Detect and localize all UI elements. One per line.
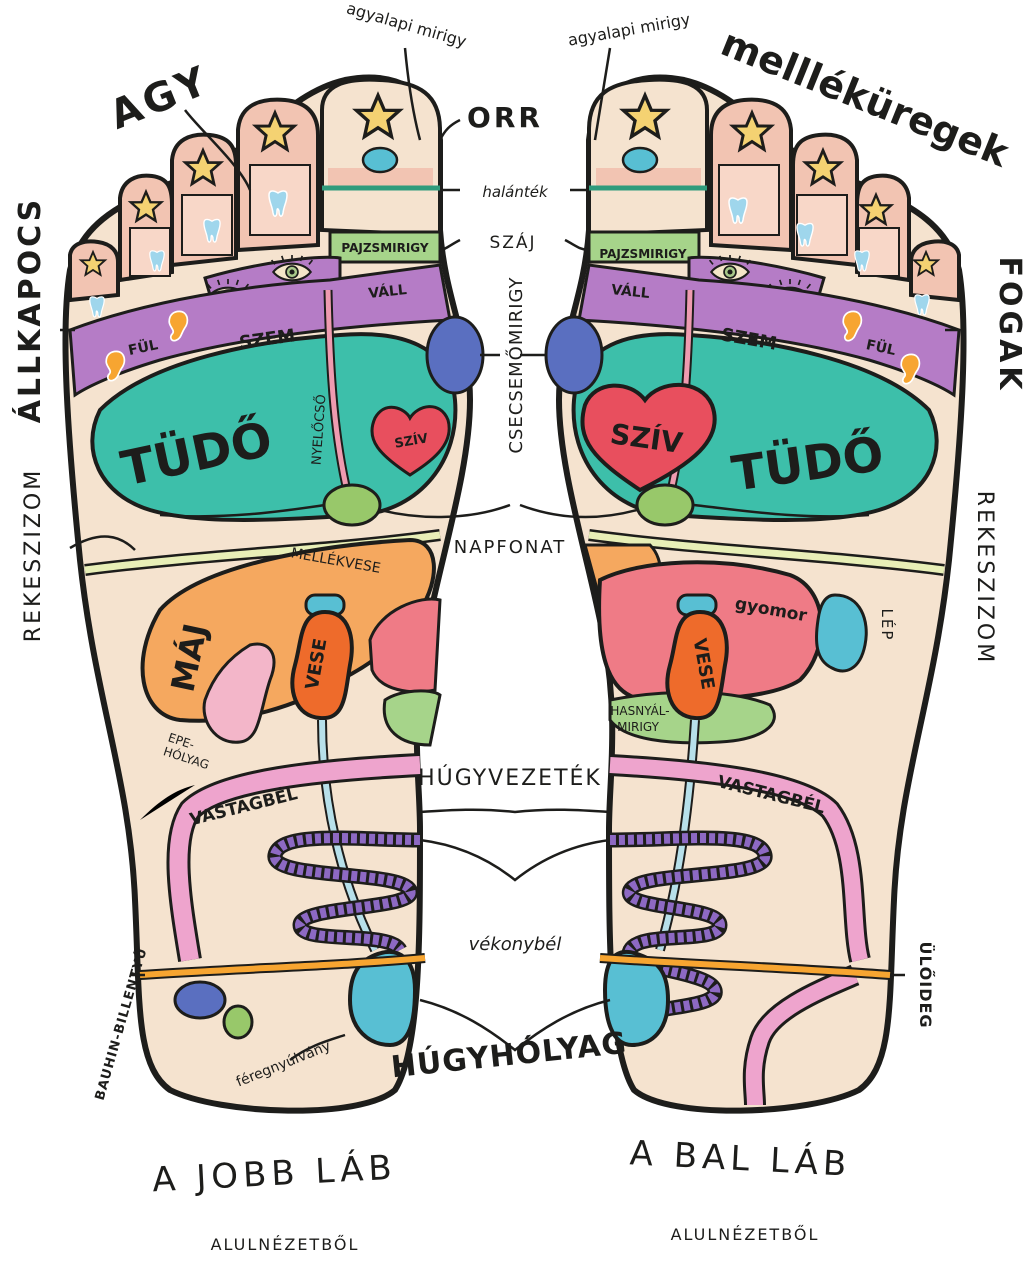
right-solar-plexus (324, 485, 380, 525)
callout-rekeszizom-left: REKESZIZOM (972, 491, 997, 665)
callout-rekeszizom-right: REKESZIZOM (21, 468, 46, 642)
callout-fogak: FOGAK (992, 256, 1027, 393)
left-solar-plexus (637, 485, 693, 525)
callout-agyalapi-left: agyalapi mirigy (566, 9, 691, 49)
left-pancreas-label-1: HASNYÁL- (610, 703, 669, 718)
pituitary-gland-right (363, 148, 397, 172)
left-foot-subcaption: ALULNÉZETBŐL (671, 1224, 820, 1244)
left-foot-caption: A BAL LÁB (629, 1132, 853, 1185)
right-foot-caption: A JOBB LÁB (151, 1147, 397, 1201)
callout-halantek: halánték (482, 183, 549, 201)
callout-orr: ORR (467, 101, 543, 134)
right-thyroid-label: PAJZSMIRIGY (341, 241, 428, 255)
left-toe-5 (911, 241, 959, 300)
right-ileocecal-valve (175, 982, 225, 1018)
callout-ulodeg: ÜLŐIDEG (916, 941, 936, 1028)
callout-lep: LÉP (878, 609, 897, 642)
right-appendix (224, 1006, 252, 1038)
callout-allkapocs: ÁLLKAPOCS (12, 197, 48, 424)
pituitary-gland-left (623, 148, 657, 172)
callout-agyalapi-right: agyalapi mirigy (344, 0, 468, 51)
callout-szaj: SZÁJ (489, 231, 536, 253)
left-thymus (546, 317, 602, 393)
left-thyroid-label: PAJZSMIRIGY (599, 247, 686, 261)
captions: A JOBB LÁB ALULNÉZETBŐL A BAL LÁB ALULNÉ… (151, 1132, 852, 1254)
callout-napfonat: NAPFONAT (454, 537, 567, 558)
callout-vekonybel: vékonybél (469, 934, 562, 955)
callout-hugyholyag: HÚGYHÓLYAG (389, 1024, 628, 1086)
callout-hugyvezetek: HÚGYVEZETÉK (418, 765, 602, 791)
right-foot-subcaption: ALULNÉZETBŐL (211, 1234, 360, 1254)
right-foot (65, 78, 510, 1111)
left-spleen (816, 595, 866, 671)
callout-csecsemomirigy: CSECSEMŐMIRIGY (505, 276, 527, 453)
left-pancreas-label-2: MIRIGY (617, 720, 659, 734)
right-thymus (427, 317, 483, 393)
